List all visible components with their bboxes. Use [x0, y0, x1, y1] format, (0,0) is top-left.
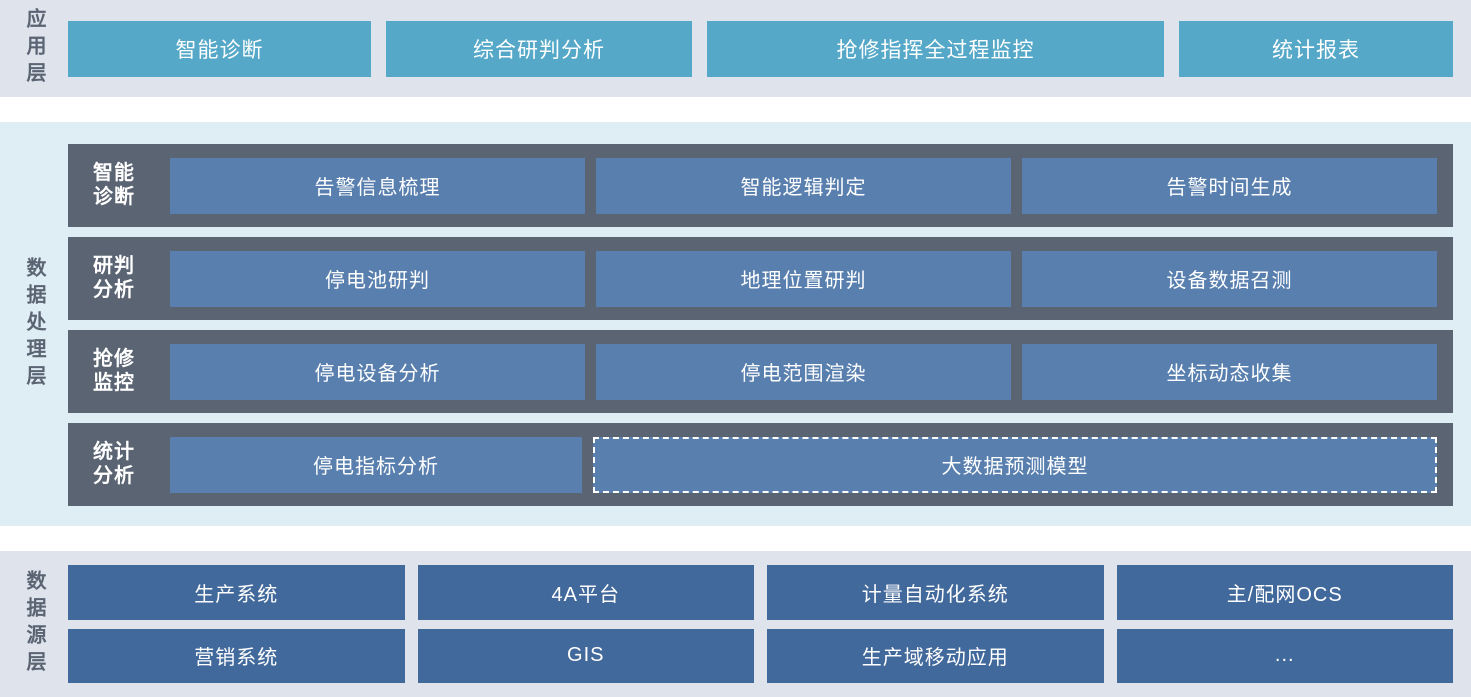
- src-box-label: 生产系统: [194, 583, 279, 606]
- app-box-label: 智能诊断: [175, 38, 264, 62]
- proc-cell-outage-pool-judgment[interactable]: 停电池研判: [170, 250, 585, 307]
- application-layer-body: 智能诊断 综合研判分析 抢修指挥全过程监控 统计报表: [68, 0, 1471, 97]
- proc-row-judgment-analysis: 研判 分析 停电池研判 地理位置研判 设备数据召测: [68, 237, 1453, 320]
- proc-row-label: 统计 分析: [68, 441, 160, 488]
- proc-row-label: 智能 诊断: [68, 162, 160, 209]
- proc-row-statistical-analysis: 统计 分析 停电指标分析 大数据预测模型: [68, 423, 1453, 506]
- src-box-marketing-system[interactable]: 营销系统: [68, 628, 405, 683]
- proc-row-label-line2: 监控: [93, 371, 135, 394]
- proc-row-label-line2: 诊断: [93, 185, 135, 208]
- app-box-repair-command-monitoring[interactable]: 抢修指挥全过程监控: [707, 20, 1164, 77]
- proc-cell-device-data-polling[interactable]: 设备数据召测: [1022, 250, 1437, 307]
- proc-cell-label: 智能逻辑判定: [740, 177, 867, 199]
- data-processing-layer-title: 数据处理层: [0, 122, 68, 526]
- data-source-row-2: 营销系统 GIS 生产域移动应用 ...: [68, 628, 1453, 683]
- app-box-label: 统计报表: [1272, 38, 1360, 62]
- proc-cells: 停电指标分析 大数据预测模型: [170, 436, 1437, 493]
- proc-cell-outage-device-analysis[interactable]: 停电设备分析: [170, 343, 585, 400]
- src-box-production-mobile-application[interactable]: 生产域移动应用: [767, 628, 1104, 683]
- proc-row-label-line1: 研判: [93, 254, 135, 277]
- proc-row-label: 研判 分析: [68, 255, 160, 302]
- data-source-layer-body: 生产系统 4A平台 计量自动化系统 主/配网OCS 营销系统 GIS: [68, 551, 1471, 697]
- proc-cell-intelligent-logic-judgment[interactable]: 智能逻辑判定: [596, 157, 1011, 214]
- src-box-gis[interactable]: GIS: [417, 628, 754, 683]
- data-processing-layer: 数据处理层 智能 诊断 告警信息梳理 智能逻辑判定 告警时间生成: [0, 122, 1471, 526]
- data-processing-layer-body: 智能 诊断 告警信息梳理 智能逻辑判定 告警时间生成: [68, 122, 1471, 526]
- proc-cell-label: 停电池研判: [325, 270, 430, 292]
- proc-cells: 告警信息梳理 智能逻辑判定 告警时间生成: [170, 157, 1437, 214]
- proc-cell-label: 停电指标分析: [313, 456, 439, 478]
- src-box-label: 营销系统: [194, 647, 279, 670]
- src-box-more[interactable]: ...: [1116, 628, 1453, 683]
- app-box-statistical-report[interactable]: 统计报表: [1179, 20, 1453, 77]
- app-box-label: 综合研判分析: [473, 38, 605, 62]
- app-box-intelligent-diagnosis[interactable]: 智能诊断: [68, 20, 371, 77]
- proc-cell-label: 设备数据召测: [1166, 270, 1293, 292]
- proc-cell-label: 告警信息梳理: [314, 177, 441, 199]
- application-layer: 应用层 智能诊断 综合研判分析 抢修指挥全过程监控 统计报表: [0, 0, 1471, 97]
- proc-cell-outage-range-rendering[interactable]: 停电范围渲染: [596, 343, 1011, 400]
- layer-divider-gap-bottom: [0, 526, 1471, 551]
- proc-cell-alarm-info-sorting[interactable]: 告警信息梳理: [170, 157, 585, 214]
- data-source-layer: 数据源层 生产系统 4A平台 计量自动化系统 主/配网OCS 营销系统: [0, 551, 1471, 697]
- proc-cell-big-data-prediction-model[interactable]: 大数据预测模型: [593, 436, 1437, 493]
- proc-row-label: 抢修 监控: [68, 348, 160, 395]
- application-layer-title: 应用层: [0, 0, 68, 97]
- proc-cell-outage-indicator-analysis[interactable]: 停电指标分析: [170, 436, 582, 493]
- proc-cell-label: 停电范围渲染: [740, 363, 867, 385]
- application-layer-title-text: 应用层: [23, 8, 45, 89]
- proc-row-label-line1: 抢修: [93, 347, 135, 370]
- src-box-metering-automation-system[interactable]: 计量自动化系统: [767, 565, 1104, 620]
- src-box-label: 生产域移动应用: [861, 647, 1009, 670]
- src-box-main-distribution-ocs[interactable]: 主/配网OCS: [1116, 565, 1453, 620]
- proc-cells: 停电设备分析 停电范围渲染 坐标动态收集: [170, 343, 1437, 400]
- src-box-production-system[interactable]: 生产系统: [68, 565, 405, 620]
- layer-divider-gap-top: [0, 97, 1471, 122]
- proc-row-label-line1: 统计: [93, 440, 135, 463]
- src-box-label: 计量自动化系统: [861, 583, 1009, 606]
- src-box-4a-platform[interactable]: 4A平台: [417, 565, 754, 620]
- proc-cell-geographic-location-judgment[interactable]: 地理位置研判: [596, 250, 1011, 307]
- proc-row-label-line2: 分析: [93, 278, 135, 301]
- src-box-label: 4A平台: [551, 583, 620, 606]
- data-source-row-1: 生产系统 4A平台 计量自动化系统 主/配网OCS: [68, 565, 1453, 620]
- proc-row-label-line1: 智能: [93, 161, 135, 184]
- data-source-layer-title-text: 数据源层: [23, 570, 45, 678]
- proc-cell-coordinate-dynamic-collection[interactable]: 坐标动态收集: [1022, 343, 1437, 400]
- src-box-label: 主/配网OCS: [1226, 583, 1343, 606]
- proc-cells: 停电池研判 地理位置研判 设备数据召测: [170, 250, 1437, 307]
- proc-cell-label: 大数据预测模型: [941, 456, 1089, 478]
- src-box-label: GIS: [567, 644, 605, 667]
- app-box-comprehensive-analysis[interactable]: 综合研判分析: [386, 20, 692, 77]
- src-box-label: ...: [1274, 644, 1295, 667]
- proc-row-intelligent-diagnosis: 智能 诊断 告警信息梳理 智能逻辑判定 告警时间生成: [68, 144, 1453, 227]
- proc-cell-label: 告警时间生成: [1166, 177, 1293, 199]
- data-source-layer-title: 数据源层: [0, 551, 68, 697]
- proc-cell-alarm-time-generation[interactable]: 告警时间生成: [1022, 157, 1437, 214]
- proc-cell-label: 停电设备分析: [314, 363, 441, 385]
- proc-cell-label: 地理位置研判: [740, 270, 867, 292]
- proc-row-repair-monitoring: 抢修 监控 停电设备分析 停电范围渲染 坐标动态收集: [68, 330, 1453, 413]
- proc-cell-label: 坐标动态收集: [1166, 363, 1293, 385]
- data-processing-layer-title-text: 数据处理层: [23, 256, 45, 392]
- app-box-label: 抢修指挥全过程监控: [836, 38, 1035, 62]
- proc-row-label-line2: 分析: [93, 464, 135, 487]
